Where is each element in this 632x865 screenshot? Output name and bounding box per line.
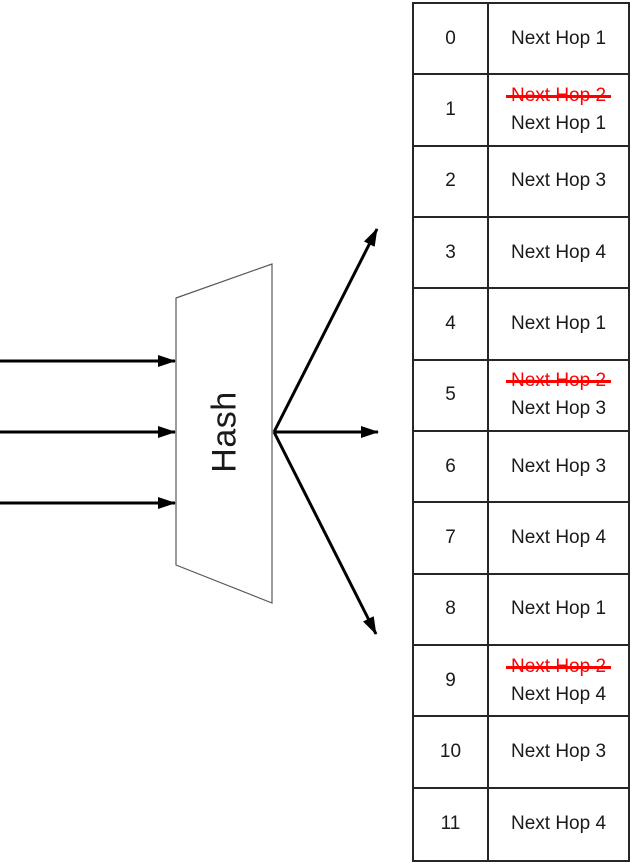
next-hop-value: Next Hop 1 [510, 27, 607, 49]
next-hop-removed: Next Hop 2 [505, 367, 612, 395]
next-hop-value: Next Hop 4 [510, 526, 607, 548]
next-hop-cell: Next Hop 4 [489, 789, 628, 860]
next-hop-cell: Next Hop 1 [489, 575, 628, 646]
index-cell: 1 [414, 75, 489, 147]
next-hop-value: Next Hop 1 [510, 598, 607, 620]
next-hop-value: Next Hop 3 [510, 398, 607, 420]
next-hop-value: Next Hop 4 [510, 683, 607, 705]
index-cell: 4 [414, 289, 489, 361]
hash-trapezoid [175, 263, 273, 604]
next-hop-cell: Next Hop 4 [489, 218, 628, 290]
next-hop-value: Next Hop 3 [510, 170, 607, 192]
next-hop-value: Next Hop 3 [510, 455, 607, 477]
index-cell: 3 [414, 218, 489, 290]
index-cell: 6 [414, 432, 489, 504]
index-cell: 7 [414, 503, 489, 575]
next-hop-removed: Next Hop 2 [505, 653, 612, 681]
next-hop-cell: Next Hop 1 [489, 4, 628, 76]
next-hop-value: Next Hop 1 [510, 312, 607, 334]
next-hop-cell: Next Hop 4 [489, 503, 628, 575]
output-arrow-up [272, 228, 379, 433]
index-cell: 11 [414, 788, 489, 860]
next-hop-value: Next Hop 4 [510, 813, 607, 835]
index-cell: 10 [414, 717, 489, 789]
next-hop-cell: Next Hop 3 [489, 432, 628, 504]
hash-label: Hash [205, 391, 244, 473]
next-hop-value: Next Hop 4 [510, 241, 607, 263]
index-cell: 9 [414, 646, 489, 718]
next-hop-value: Next Hop 3 [510, 740, 607, 762]
index-cell: 8 [414, 574, 489, 646]
next-hop-removed: Next Hop 2 [505, 82, 612, 110]
next-hop-cell: Next Hop 3 [489, 147, 628, 218]
output-arrow-down [272, 431, 378, 635]
next-hop-cell: Next Hop 1 [489, 289, 628, 361]
next-hop-value: Next Hop 1 [510, 112, 607, 134]
index-cell: 2 [414, 146, 489, 218]
index-cell: 5 [414, 360, 489, 432]
next-hop-cell: Next Hop 3 [489, 717, 628, 789]
index-cell: 0 [414, 4, 489, 76]
next-hop-cell: Next Hop 2 Next Hop 3 [489, 361, 628, 432]
